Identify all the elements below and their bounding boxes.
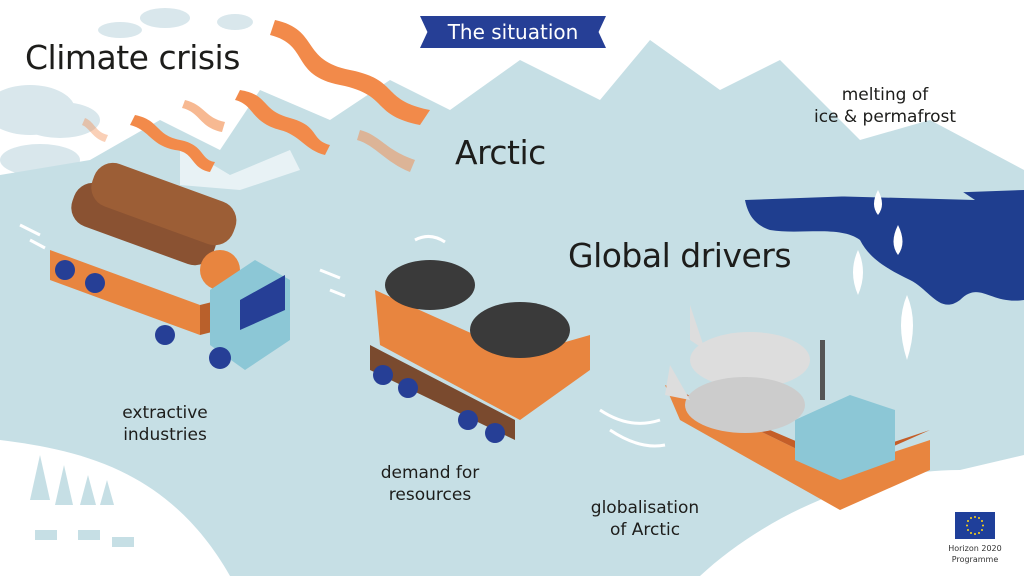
caption-line: extractive bbox=[122, 403, 208, 423]
horizon-logo-text: Horizon 2020 Programme bbox=[940, 543, 1010, 565]
eu-flag-icon bbox=[955, 512, 995, 539]
caption-melting: melting of ice & permafrost bbox=[810, 84, 960, 128]
caption-globalisation: globalisation of Arctic bbox=[575, 497, 715, 541]
heading-arctic: Arctic bbox=[455, 133, 546, 172]
logo-line: Horizon 2020 bbox=[948, 544, 1002, 553]
motion-lines bbox=[19, 223, 666, 448]
caption-line: resources bbox=[388, 485, 472, 505]
water-drops bbox=[853, 190, 913, 360]
ore-wagon bbox=[370, 260, 590, 443]
caption-extractive: extractive industries bbox=[100, 402, 230, 446]
trees-reindeer bbox=[30, 455, 134, 547]
caption-line: melting of bbox=[841, 85, 929, 105]
heat-waves bbox=[82, 20, 430, 172]
caption-line: industries bbox=[123, 425, 207, 445]
caption-line: ice & permafrost bbox=[813, 107, 957, 127]
snow-right bbox=[700, 455, 1024, 576]
heading-global-drivers: Global drivers bbox=[568, 236, 792, 275]
banner-label: The situation bbox=[447, 20, 579, 44]
log-truck bbox=[50, 162, 290, 370]
heading-climate-crisis: Climate crisis bbox=[25, 38, 240, 77]
logo-line: Programme bbox=[951, 555, 999, 564]
fishing-boat bbox=[665, 305, 930, 510]
caption-demand: demand for resources bbox=[365, 462, 495, 506]
clouds bbox=[0, 8, 253, 176]
section-banner: The situation bbox=[420, 16, 606, 48]
caption-line: of Arctic bbox=[609, 520, 681, 540]
caption-line: globalisation bbox=[590, 498, 700, 518]
snow-left bbox=[0, 440, 230, 576]
caption-line: demand for bbox=[380, 463, 480, 483]
sea bbox=[745, 190, 1024, 305]
